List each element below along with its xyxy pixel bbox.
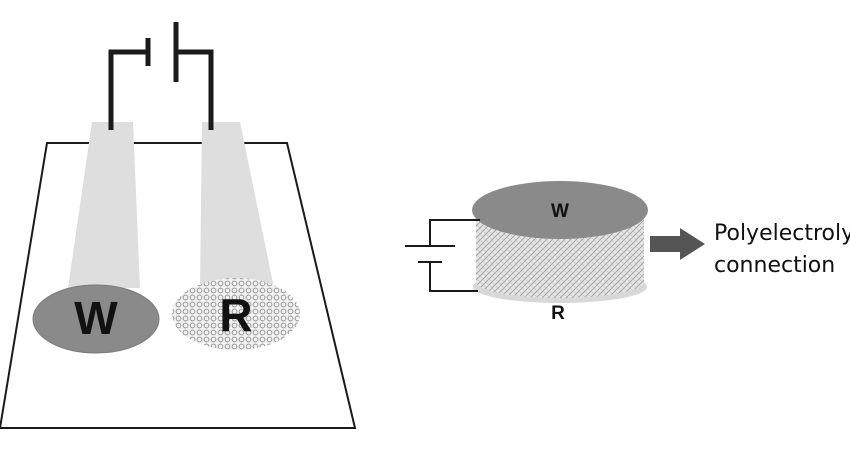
- reference-label: R: [219, 289, 252, 341]
- disc-reference-label: R: [551, 303, 565, 324]
- arrow-caption-line2: connection: [714, 253, 835, 278]
- reference-trace: [200, 122, 274, 288]
- working-trace: [68, 122, 140, 288]
- arrow-caption-line1: Polyelectrolyte: [714, 221, 850, 246]
- working-label: W: [74, 292, 118, 344]
- substrate-sheet: [0, 142, 357, 429]
- working-disc: [472, 181, 648, 239]
- disc-working-label: W: [551, 201, 569, 222]
- arrow-icon: [650, 228, 705, 260]
- left-circuit: [108, 22, 214, 130]
- working-electrode: [32, 284, 160, 354]
- reference-electrode: [172, 278, 300, 350]
- right-circuit: [405, 219, 480, 292]
